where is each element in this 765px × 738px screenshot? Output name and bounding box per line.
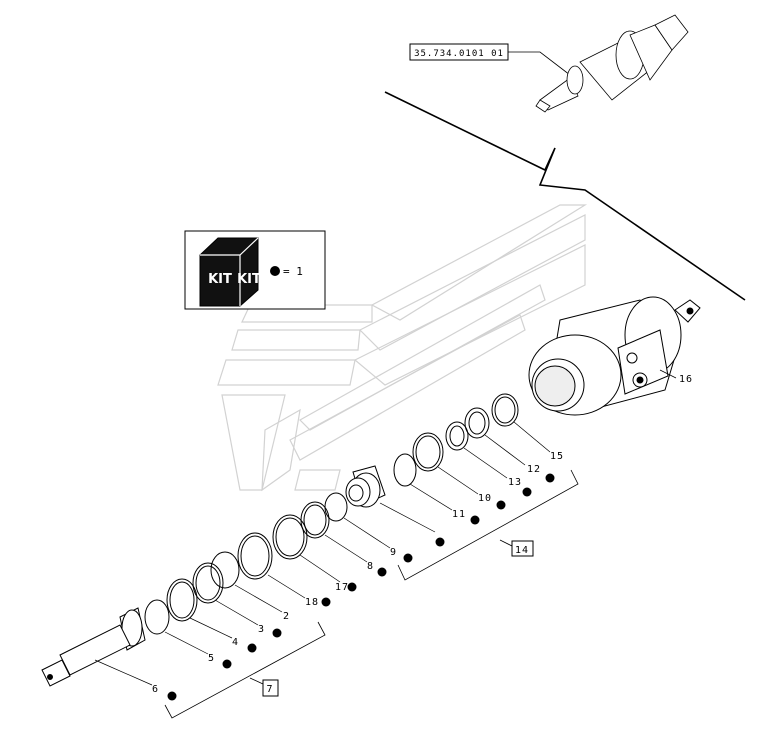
leader-lines <box>94 369 677 686</box>
kit-bullet-icon <box>270 266 280 276</box>
part-label-12: 12 <box>527 464 541 475</box>
group-label-14: 14 <box>515 545 529 556</box>
part-label-17: 17 <box>335 582 349 593</box>
watermark-logo <box>217 204 588 492</box>
part-label-11: 11 <box>452 509 466 520</box>
group-brackets <box>164 469 579 719</box>
part-label-16: 16 <box>679 374 693 385</box>
piston-shaft <box>41 607 146 687</box>
part-label-4: 4 <box>232 637 239 648</box>
reference-code: 35.734.0101 01 <box>414 49 504 59</box>
kit-bullets <box>167 473 555 701</box>
break-line <box>384 91 746 301</box>
seal-stack-lower <box>144 532 273 635</box>
svg-text:KIT: KIT <box>237 272 261 287</box>
group-label-7: 7 <box>266 684 273 695</box>
seal-stack-upper <box>272 393 519 560</box>
part-label-5: 5 <box>208 653 215 664</box>
part-label-3: 3 <box>258 624 265 635</box>
overview-assembly <box>535 14 689 113</box>
part-numbers: 16 15 12 13 10 11 9 8 17 18 2 3 4 5 6 <box>152 374 693 695</box>
part-label-9: 9 <box>390 547 397 558</box>
group-box-14 <box>511 540 534 557</box>
part-label-13: 13 <box>508 477 522 488</box>
kit-equation: = 1 <box>283 265 303 278</box>
svg-text:KIT: KIT <box>208 272 232 287</box>
part-label-6: 6 <box>152 684 159 695</box>
part-label-2: 2 <box>283 611 290 622</box>
part-label-18: 18 <box>305 597 319 608</box>
housing-part-16 <box>528 296 701 416</box>
reference-leader <box>508 51 571 76</box>
part-label-8: 8 <box>367 561 374 572</box>
kit-box-icon: KIT KIT <box>199 237 261 307</box>
group-box-7 <box>262 679 279 697</box>
part-label-15: 15 <box>550 451 564 462</box>
part-label-10: 10 <box>478 493 492 504</box>
